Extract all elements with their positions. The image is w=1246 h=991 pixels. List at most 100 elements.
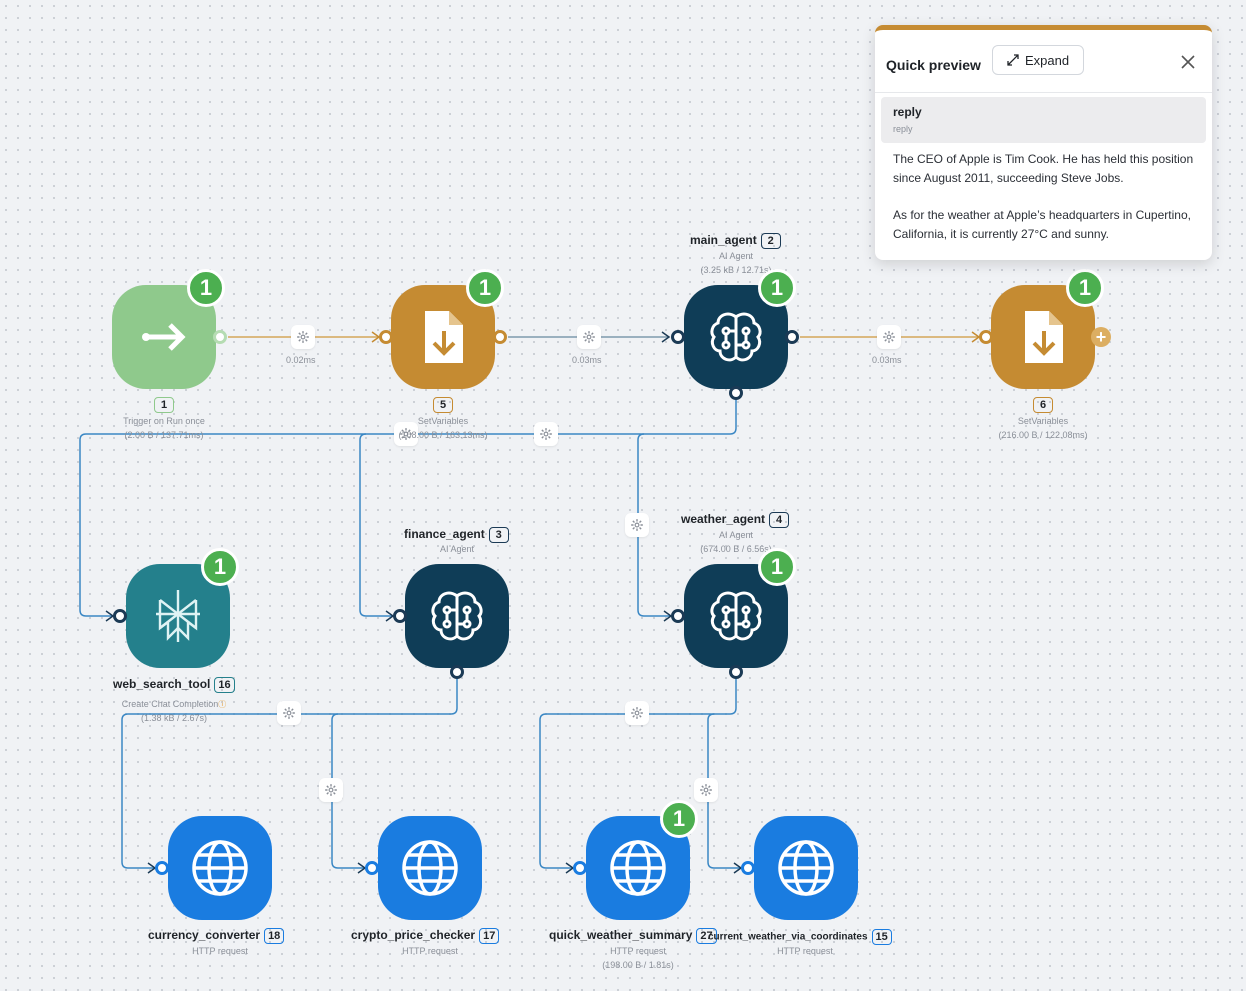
- node-type-label: HTTP request: [192, 946, 248, 956]
- run-count-badge: 1: [1066, 269, 1104, 307]
- edge-main-finance: [359, 433, 392, 617]
- edge-weather-current: [707, 713, 740, 869]
- node-number: 1: [149, 397, 179, 413]
- input-handle[interactable]: [671, 609, 685, 623]
- node-type-label: AI Agent: [718, 530, 754, 540]
- perplexity-icon: [156, 590, 200, 642]
- http-request-node[interactable]: [378, 816, 482, 920]
- node-stats: (108.00 B / 163.13ms): [398, 430, 488, 440]
- tool-handle[interactable]: [729, 386, 743, 400]
- arrow-right-icon: [142, 323, 186, 351]
- brain-icon: [710, 591, 762, 641]
- node-stats: (216.00 B / 122.08ms): [998, 430, 1088, 440]
- ai-agent-node[interactable]: [405, 564, 509, 668]
- gear-icon: [883, 331, 895, 343]
- run-count-badge: 1: [758, 269, 796, 307]
- edge-settings-gear[interactable]: [625, 701, 649, 725]
- edge-main-weather: [637, 433, 670, 617]
- node-type-label: SetVariables: [1017, 416, 1069, 426]
- edge-settings-gear[interactable]: [577, 325, 601, 349]
- gear-icon: [700, 784, 712, 796]
- input-handle[interactable]: [741, 861, 755, 875]
- run-count-badge: 1: [758, 548, 796, 586]
- node-number: 6: [1028, 397, 1058, 413]
- preview-paragraph: The CEO of Apple is Tim Cook. He has hel…: [893, 152, 1194, 185]
- tool-handle[interactable]: [729, 665, 743, 679]
- edge-settings-gear[interactable]: [625, 513, 649, 537]
- edge-weather-down: [539, 678, 737, 869]
- brain-icon: [710, 312, 762, 362]
- edge-settings-gear[interactable]: [291, 325, 315, 349]
- edge-settings-gear[interactable]: [319, 778, 343, 802]
- field-name: reply: [893, 105, 922, 119]
- tool-handle[interactable]: [450, 665, 464, 679]
- field-path: reply: [893, 124, 913, 134]
- expand-button[interactable]: Expand: [992, 45, 1084, 75]
- input-handle[interactable]: [379, 330, 393, 344]
- preview-paragraph: As for the weather at Apple’s headquarte…: [893, 208, 1191, 241]
- run-count-badge: 1: [187, 269, 225, 307]
- node-type-label: HTTP request: [610, 946, 666, 956]
- add-node-icon[interactable]: +: [1091, 327, 1111, 347]
- edge-settings-gear[interactable]: [534, 422, 558, 446]
- gear-icon: [297, 331, 309, 343]
- expand-icon: [1007, 54, 1019, 66]
- file-download-icon: [425, 311, 463, 363]
- output-handle[interactable]: [213, 330, 227, 344]
- input-handle[interactable]: [365, 861, 379, 875]
- output-handle[interactable]: [493, 330, 507, 344]
- gear-icon: [583, 331, 595, 343]
- gear-icon: [631, 519, 643, 531]
- gear-icon: [400, 428, 412, 440]
- field-header: reply reply: [881, 97, 1206, 143]
- node-type-label: Trigger on Run once: [123, 416, 205, 426]
- node-type-label: HTTP request: [777, 946, 833, 956]
- gear-icon: [283, 707, 295, 719]
- input-handle[interactable]: [671, 330, 685, 344]
- node-type-label: AI Agent: [718, 251, 754, 261]
- globe-icon: [402, 840, 458, 896]
- input-handle[interactable]: [393, 609, 407, 623]
- input-handle[interactable]: [573, 861, 587, 875]
- arrowhead: [661, 331, 671, 343]
- input-handle[interactable]: [155, 861, 169, 875]
- brain-icon: [431, 591, 483, 641]
- node-stats: (2.00 B / 137.71ms): [124, 430, 204, 440]
- node-type-label: AI Agent: [439, 544, 475, 554]
- node-type-label: SetVariables: [417, 416, 469, 426]
- close-icon[interactable]: [1178, 52, 1198, 72]
- edge-main-down: [79, 398, 737, 617]
- run-count-badge: 1: [466, 269, 504, 307]
- expand-label: Expand: [1024, 52, 1070, 68]
- input-handle[interactable]: [979, 330, 993, 344]
- node-type-label: Create Chat Completionⓘ: [121, 699, 227, 709]
- run-count-badge: 1: [660, 800, 698, 838]
- edge-settings-gear[interactable]: [277, 701, 301, 725]
- edge-duration: 0.03ms: [572, 355, 602, 365]
- edge-finance-crypto: [331, 713, 364, 869]
- gear-icon: [325, 784, 337, 796]
- run-count-badge: 1: [201, 548, 239, 586]
- warning-icon: ⓘ: [218, 700, 227, 709]
- output-handle[interactable]: [785, 330, 799, 344]
- input-handle[interactable]: [113, 609, 127, 623]
- gear-icon: [631, 707, 643, 719]
- http-request-node[interactable]: [168, 816, 272, 920]
- preview-title: Quick preview: [886, 57, 981, 73]
- globe-icon: [778, 840, 834, 896]
- edge-settings-gear[interactable]: [694, 778, 718, 802]
- preview-content: The CEO of Apple is Tim Cook. He has hel…: [893, 150, 1203, 262]
- file-download-icon: [1025, 311, 1063, 363]
- globe-icon: [192, 840, 248, 896]
- edge-settings-gear[interactable]: [394, 422, 418, 446]
- edge-settings-gear[interactable]: [877, 325, 901, 349]
- http-request-node[interactable]: [754, 816, 858, 920]
